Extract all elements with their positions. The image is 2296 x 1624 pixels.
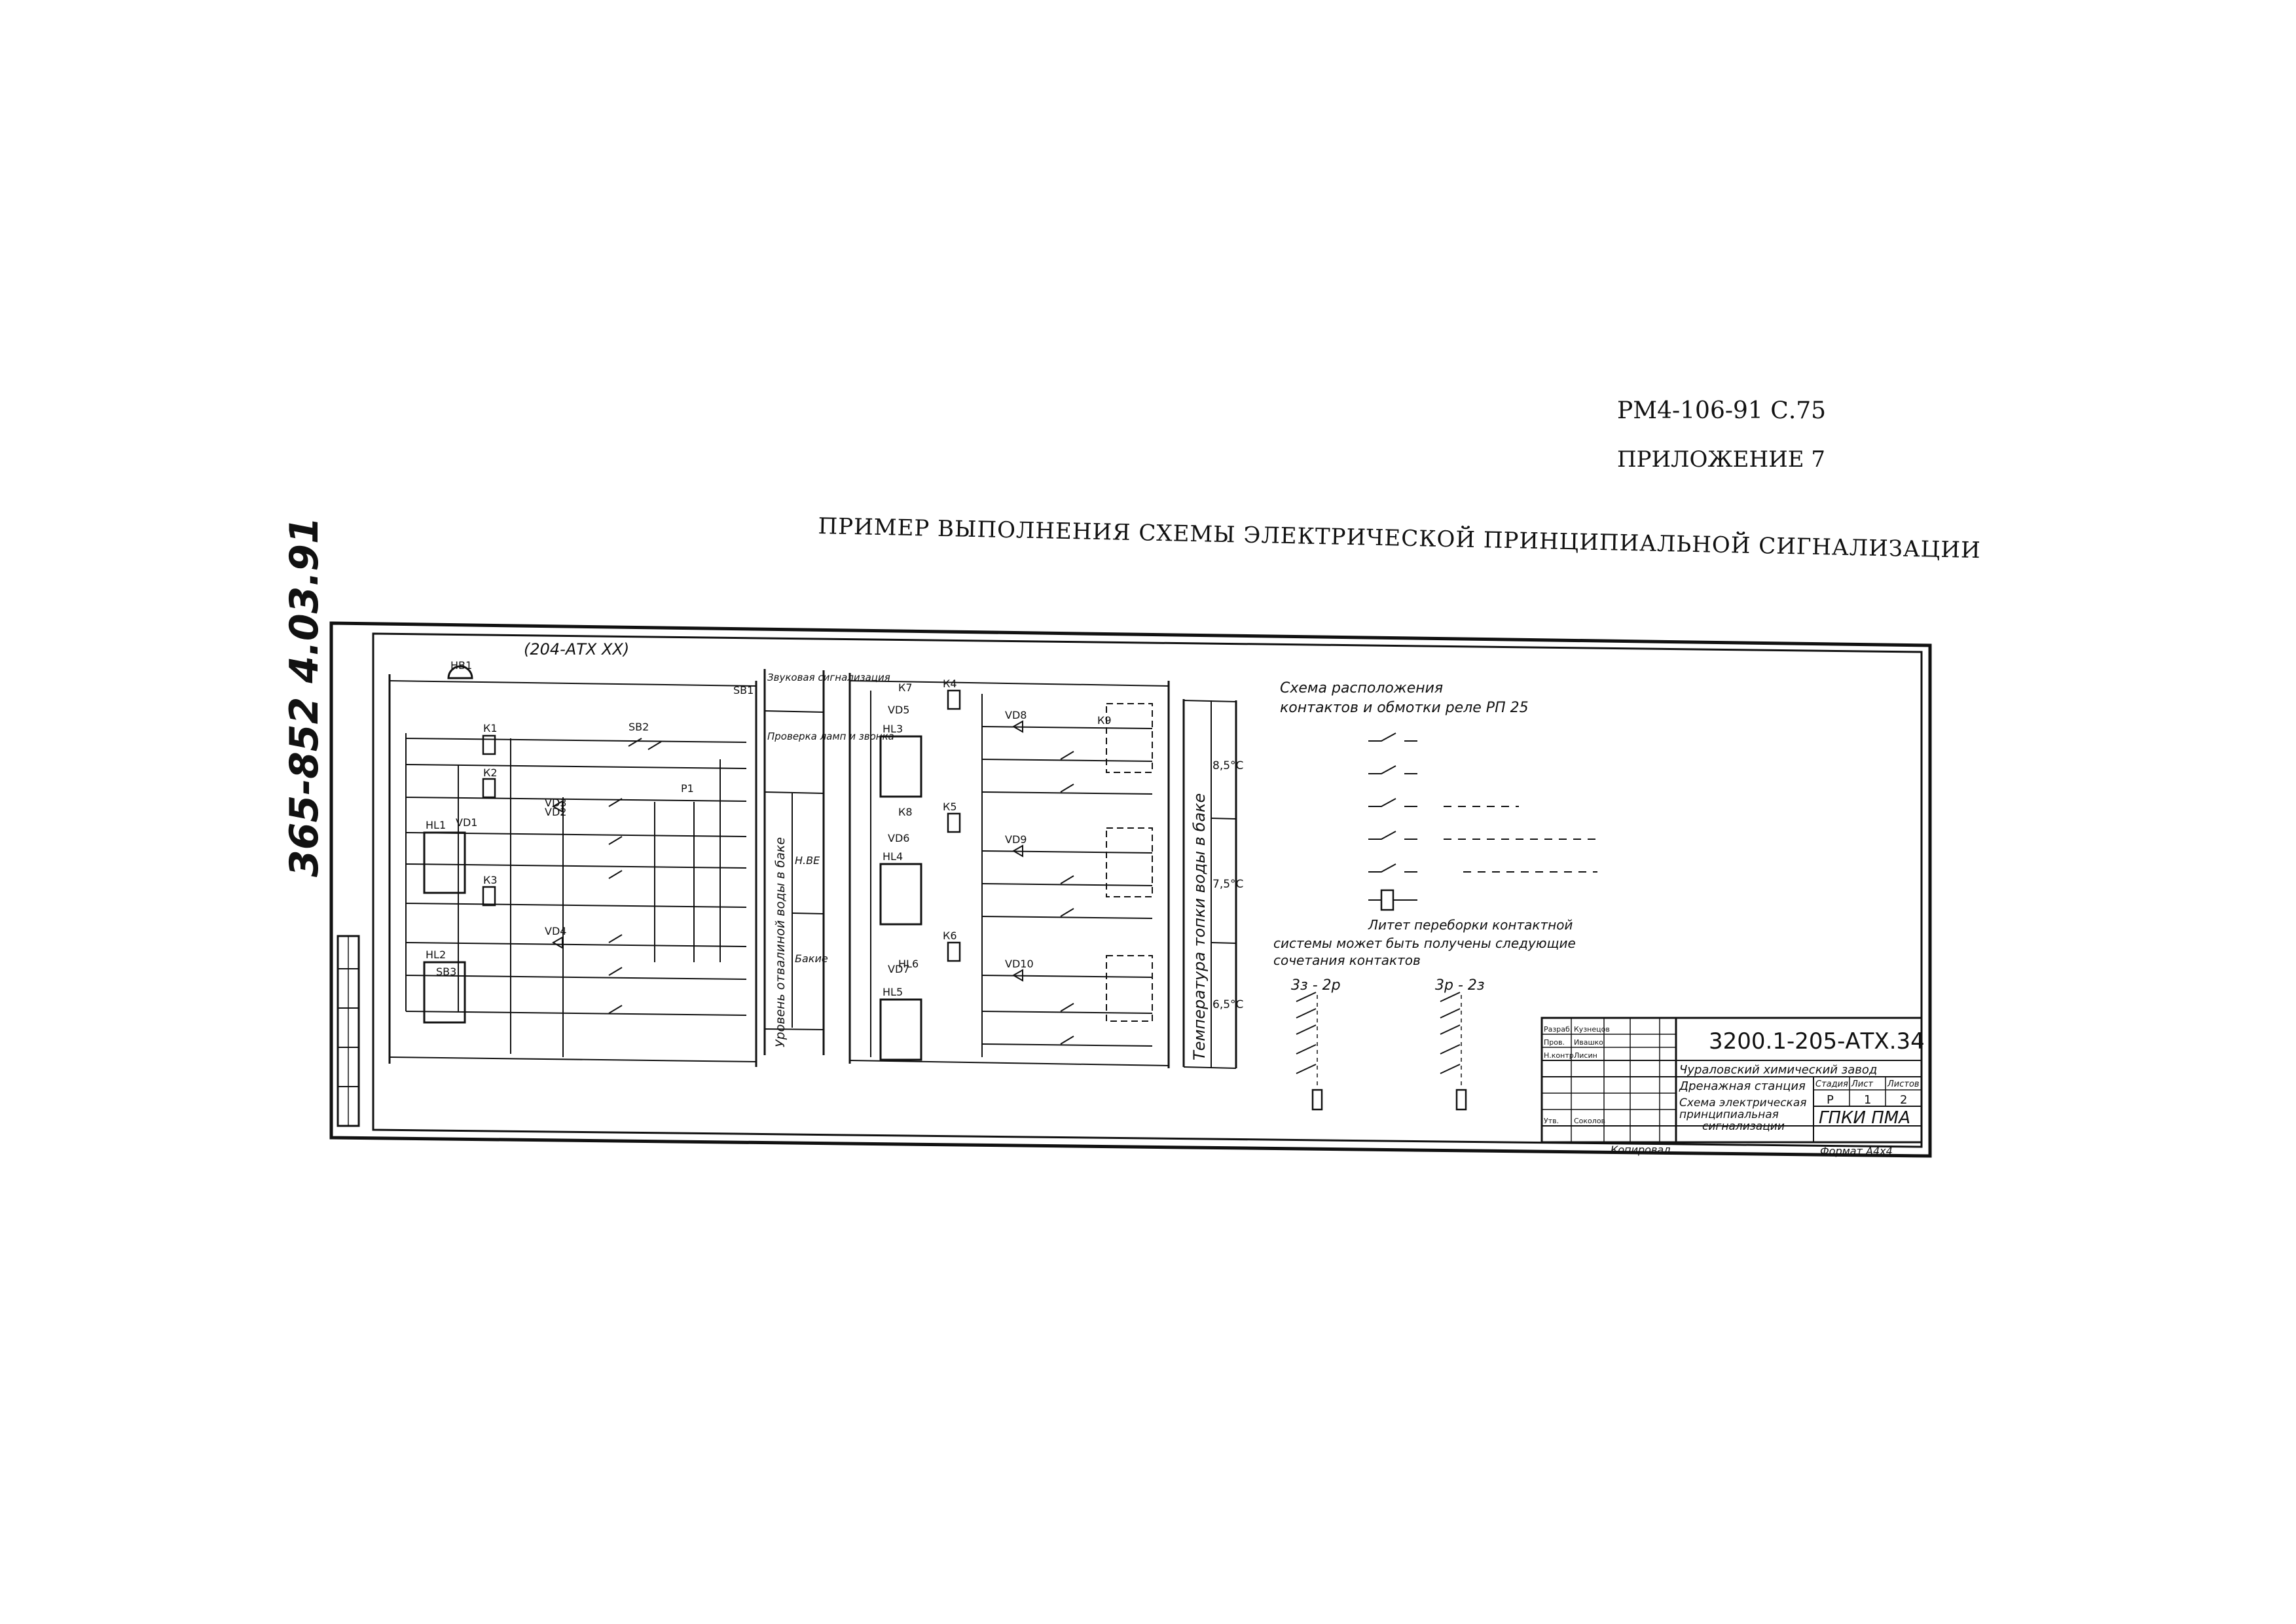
component-label: К7	[898, 681, 913, 694]
format-label: Формат А4х4	[1820, 1145, 1893, 1157]
component-label: НВ1	[450, 659, 472, 672]
role-label: Разраб.	[1544, 1025, 1572, 1034]
contact-layout-title: Схема расположения	[1280, 680, 1443, 696]
component-label: К2	[483, 767, 498, 779]
role-label: Пров.	[1544, 1038, 1565, 1047]
contact-note: Литет переборки контактной	[1368, 917, 1573, 933]
component-label: VD2	[545, 806, 566, 818]
stage-value: Р	[1827, 1093, 1834, 1107]
sheets-header: Листов	[1887, 1079, 1920, 1089]
component-label: НL1	[426, 819, 446, 831]
component-label: VD3	[545, 797, 566, 809]
component-label: К9	[1097, 714, 1112, 727]
sheet-inner-frame	[372, 632, 1923, 1148]
component-label: К8	[898, 806, 913, 818]
component-label: НL6	[898, 958, 919, 970]
function-label-rotated: Уровень отвалиной воды в баке	[773, 837, 788, 1047]
combo-label: 3р - 2з	[1435, 977, 1485, 994]
component-label: НL5	[883, 986, 903, 998]
component-label: VD10	[1005, 958, 1034, 970]
object-name: Дренажная станция	[1679, 1079, 1806, 1093]
component-label: К6	[943, 929, 957, 942]
component-label: К1	[483, 722, 498, 734]
temperature-column-label: Температура топки воды в баке	[1190, 793, 1209, 1060]
component-label: VD4	[545, 925, 566, 937]
title-block-frame	[1540, 1017, 1923, 1144]
organization-name: Чураловский химический завод	[1679, 1063, 1877, 1077]
contact-layout-title: контактов и обмотки реле РП 25	[1280, 700, 1529, 716]
sheet-outer-frame	[329, 621, 1932, 1158]
contact-note: сочетания контактов	[1273, 952, 1421, 968]
company-name: ГПКИ ПМА	[1819, 1108, 1910, 1128]
sheet-value: 1	[1864, 1093, 1871, 1107]
component-label: VD1	[456, 816, 477, 829]
temperature-value: 8,5°С	[1212, 759, 1243, 772]
lamp-block-hl5	[879, 998, 922, 1061]
signer-name: Ивашко	[1574, 1038, 1603, 1047]
drawing-title: сигнализации	[1702, 1120, 1785, 1133]
component-label: НL2	[426, 948, 446, 961]
signer-name: Соколов	[1574, 1117, 1605, 1125]
role-label: Утв.	[1544, 1117, 1559, 1125]
temperature-value: 6,5°С	[1212, 998, 1243, 1011]
drawing-title: Схема электрическая	[1679, 1096, 1806, 1110]
signer-name: Лисин	[1574, 1051, 1597, 1060]
component-label: VD8	[1005, 709, 1027, 721]
sheet-header: Лист	[1851, 1079, 1873, 1089]
component-label: НL4	[883, 850, 903, 863]
lamp-block-hl4	[879, 863, 922, 926]
signer-name: Кузнецов	[1574, 1025, 1610, 1034]
component-label: К5	[943, 801, 957, 813]
function-label: Бакие	[795, 952, 828, 965]
stage-header: Стадия	[1815, 1079, 1848, 1089]
sheets-value: 2	[1900, 1093, 1907, 1107]
lamp-block-hl1	[423, 831, 466, 894]
contact-note: системы может быть получены следующие	[1273, 935, 1576, 951]
function-label: Звуковая сигнализация	[767, 672, 890, 683]
appendix-label: ПРИЛОЖЕНИЕ 7	[1617, 446, 1826, 473]
temperature-value: 7,5°С	[1212, 878, 1243, 891]
component-label: SB1	[733, 684, 754, 696]
component-label: SB2	[629, 721, 649, 733]
component-label: НL3	[883, 723, 903, 735]
drawing-title: принципиальная	[1679, 1108, 1779, 1121]
component-label: SB3	[436, 965, 456, 978]
cross-reference-label: (204-АТХ ХХ)	[524, 640, 629, 659]
component-label: К4	[943, 677, 957, 690]
lamp-block-hl2	[423, 961, 466, 1024]
component-label: К3	[483, 874, 498, 886]
lamp-block-hl3	[879, 735, 922, 798]
function-label: Н.ВЕ	[795, 854, 820, 867]
component-label: VD6	[888, 832, 909, 844]
component-label: VD9	[1005, 833, 1027, 846]
function-label: Проверка ламп и звонка	[767, 731, 894, 742]
role-label: Н.контр.	[1544, 1051, 1576, 1060]
document-code: РМ4-106-91 С.75	[1617, 397, 1827, 424]
bell-icon	[447, 665, 473, 679]
combo-label: 3з - 2р	[1291, 977, 1341, 994]
copied-by: Копировал	[1611, 1144, 1670, 1156]
component-label: Р1	[681, 782, 694, 795]
component-label: VD5	[888, 704, 909, 716]
document-number: 3200.1-205-АТХ.34	[1709, 1028, 1925, 1055]
component-label: VD7	[888, 963, 909, 975]
